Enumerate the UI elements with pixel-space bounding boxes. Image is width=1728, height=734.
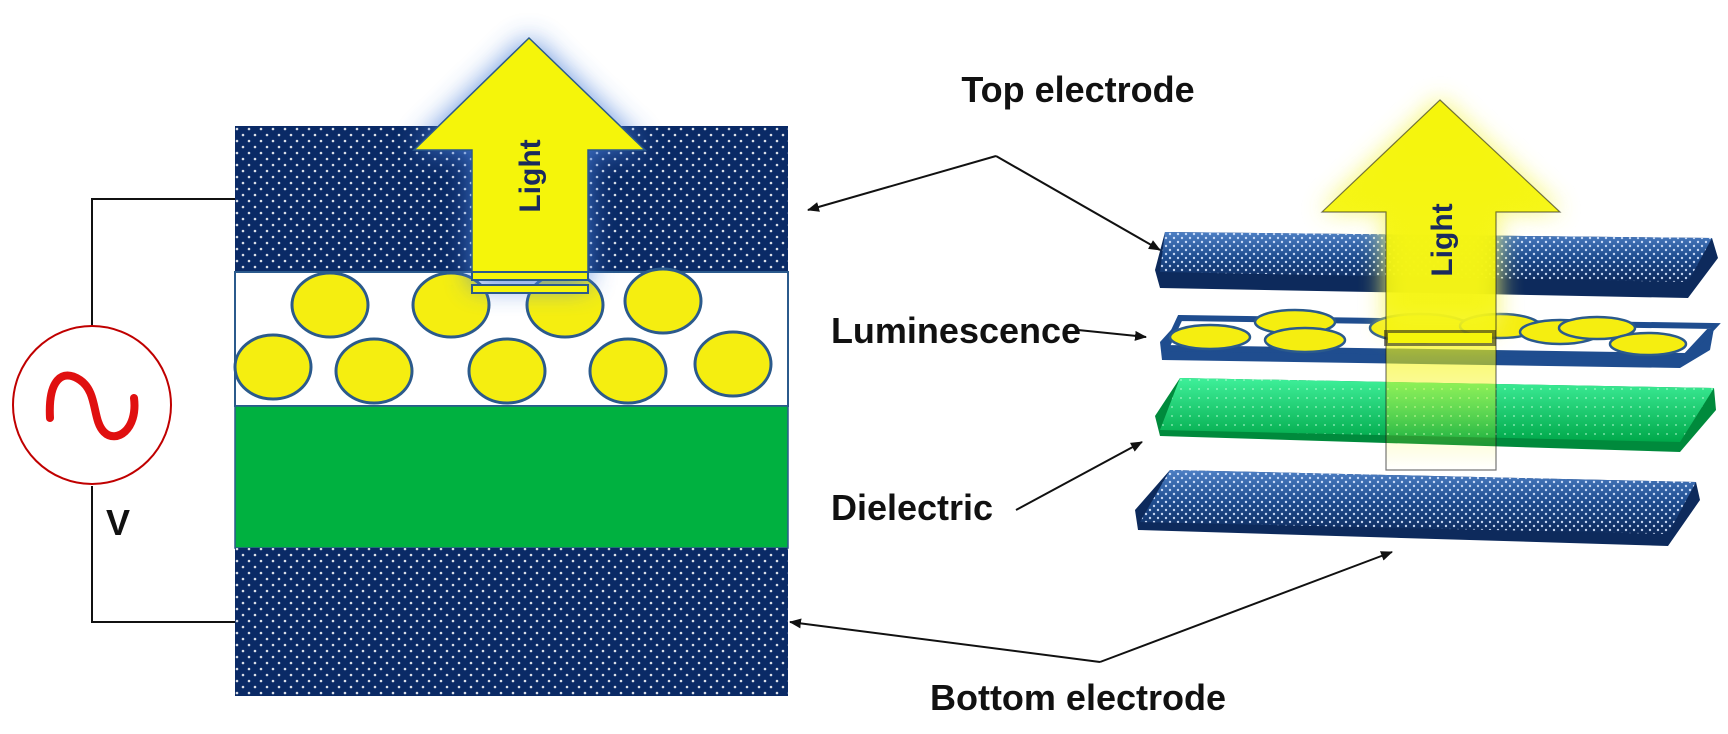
top-electrode-label: Top electrode bbox=[961, 69, 1194, 110]
phosphor-particle bbox=[290, 271, 370, 339]
light-arrow-right: Light bbox=[1320, 98, 1562, 471]
luminescence-pointer bbox=[1077, 329, 1147, 341]
top-electrode-pointer-right bbox=[995, 155, 1161, 251]
sine-wave-icon bbox=[45, 371, 139, 441]
circuit-wire bbox=[91, 198, 235, 623]
phosphor-particle bbox=[467, 337, 547, 405]
bottom-electrode-pointer-left bbox=[789, 618, 1101, 663]
pointer-arrows bbox=[789, 155, 1393, 663]
phosphor-particle bbox=[233, 333, 313, 401]
phosphor-particle bbox=[411, 271, 491, 339]
luminescence-label: Luminescence bbox=[831, 310, 1081, 351]
light-label-left: Light bbox=[514, 139, 547, 212]
voltage-label: V bbox=[106, 502, 130, 543]
dielectric-label: Dielectric bbox=[831, 487, 993, 528]
bottom-electrode-label: Bottom electrode bbox=[930, 677, 1226, 718]
top-electrode-pointer-left bbox=[807, 155, 997, 212]
phosphor-particle bbox=[623, 267, 703, 335]
phosphor-particle bbox=[334, 337, 414, 405]
ac-source bbox=[12, 325, 172, 485]
exploded-view: Light bbox=[1135, 98, 1721, 546]
phosphor-particle bbox=[693, 330, 773, 398]
light-arrow-left: Light bbox=[412, 36, 647, 294]
light-label-right: Light bbox=[1426, 203, 1459, 276]
bottom-electrode-plate bbox=[1135, 470, 1700, 546]
dielectric-layer bbox=[234, 405, 789, 549]
dielectric-pointer bbox=[1015, 441, 1143, 511]
phosphor-particle bbox=[588, 337, 668, 405]
bottom-electrode-pointer-right bbox=[1099, 551, 1393, 663]
cross-section: V Light bbox=[12, 36, 789, 696]
